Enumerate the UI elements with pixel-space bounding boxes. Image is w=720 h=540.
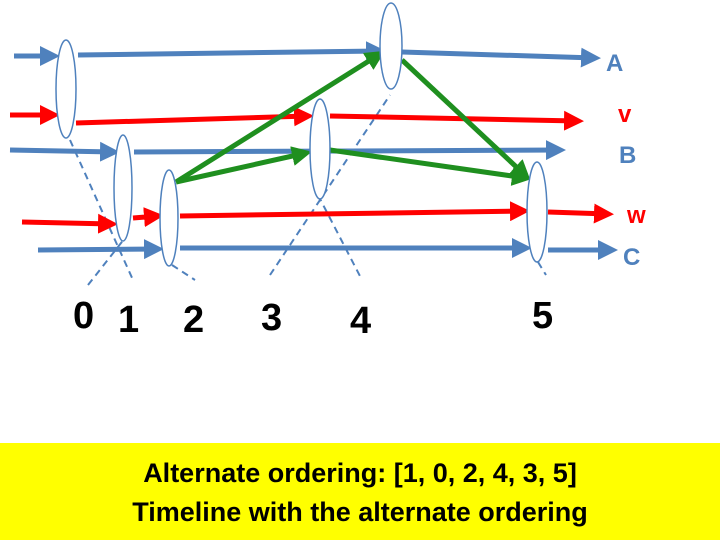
tick-4: 4	[350, 300, 371, 342]
message-3-to-5	[329, 147, 532, 186]
line-b-seg-1	[9, 141, 120, 162]
cut-line-3	[269, 94, 391, 276]
caption-banner: Alternate ordering: [1, 0, 2, 4, 3, 5] T…	[0, 443, 720, 540]
line-w-seg-1	[21, 213, 118, 234]
tick-5: 5	[532, 295, 553, 337]
line-labels: A v B w C	[606, 50, 646, 271]
line-a-seg-2	[77, 41, 386, 62]
cut-line-2	[171, 264, 196, 281]
tick-2: 2	[183, 299, 204, 341]
message-2-to-3	[175, 146, 312, 185]
event-1	[113, 134, 133, 242]
message-a-to-5	[400, 58, 531, 181]
cut-lines	[69, 94, 547, 286]
message-2-to-a	[174, 50, 386, 185]
line-a-seg-3	[401, 47, 601, 68]
event-a	[379, 2, 403, 90]
label-b: B	[619, 142, 636, 169]
process-lines	[9, 41, 618, 260]
label-a: A	[606, 50, 623, 77]
label-v: v	[618, 101, 632, 128]
line-v-seg-3	[329, 110, 584, 131]
line-v-seg-2	[75, 106, 314, 127]
event-3	[309, 98, 331, 200]
cut-line-4	[317, 194, 363, 281]
caption-line-2: Timeline with the alternate ordering	[132, 497, 588, 527]
cut-line-0	[87, 237, 126, 286]
cut-line-1	[69, 139, 134, 281]
label-w: w	[626, 202, 646, 229]
line-w-seg-2	[132, 207, 164, 228]
caption-line-1: Alternate ordering: [1, 0, 2, 4, 3, 5]	[143, 458, 577, 488]
tick-labels: 0 1 2 3 4 5	[73, 295, 553, 342]
cut-line-5	[537, 261, 547, 276]
event-2	[159, 169, 179, 267]
label-c: C	[623, 244, 640, 271]
tick-0: 0	[73, 295, 94, 337]
messages	[174, 50, 532, 186]
line-c-seg-1	[37, 239, 164, 260]
line-w-seg-3	[179, 201, 530, 222]
line-w-seg-4	[547, 203, 614, 224]
event-5	[526, 161, 548, 263]
tick-3: 3	[261, 297, 282, 339]
event-0	[55, 39, 77, 139]
tick-1: 1	[118, 299, 139, 341]
events	[55, 2, 548, 267]
